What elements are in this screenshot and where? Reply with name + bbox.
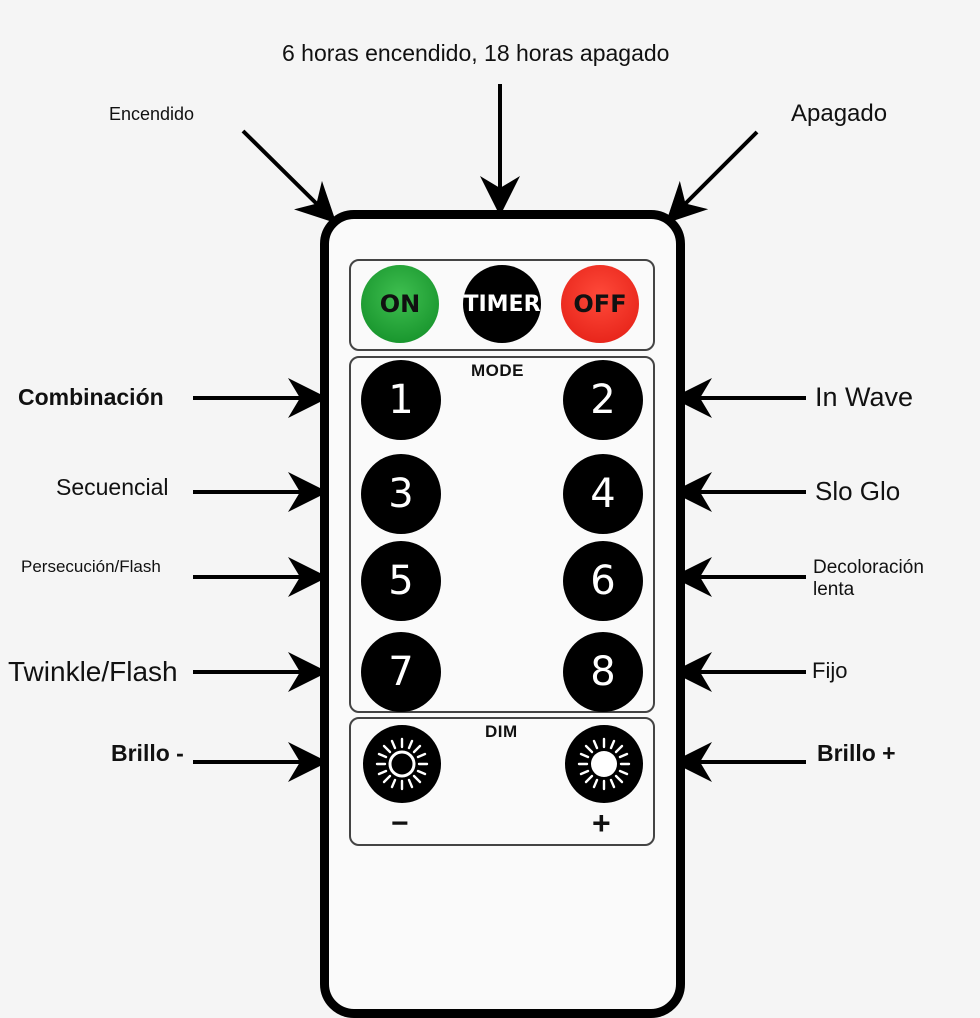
label-mode-4: Slo Glo	[815, 476, 901, 506]
label-mode-6-line1: Decoloración	[813, 557, 924, 578]
sun-outline-icon	[375, 737, 429, 791]
label-dim-plus: Brillo +	[817, 740, 896, 766]
dim-plus-symbol: +	[592, 805, 612, 841]
mode-title: MODE	[471, 361, 524, 380]
arrows-layer	[193, 84, 806, 782]
timer-button[interactable]: TIMER	[463, 265, 541, 343]
dim-title: DIM	[485, 722, 518, 741]
off-button[interactable]: OFF	[561, 265, 639, 343]
label-mode-2: In Wave	[815, 382, 914, 412]
mode-button-3[interactable]: 3	[361, 454, 441, 534]
label-dim-minus: Brillo -	[111, 740, 184, 766]
arrow-top-right	[665, 130, 759, 224]
label-mode-5: Persecución/Flash	[21, 557, 161, 576]
dim-down-button[interactable]	[363, 725, 441, 803]
mode-panel: MODE 1 2 3 4 5 6 7 8	[349, 356, 655, 713]
label-mode-6-line2: lenta	[813, 579, 855, 600]
arrow-top-left	[241, 129, 337, 224]
label-timer: 6 horas encendido, 18 horas apagado	[282, 40, 670, 66]
mode-button-8[interactable]: 8	[563, 632, 643, 712]
sun-filled-icon	[577, 737, 631, 791]
remote-control: ON TIMER OFF MODE 1 2 3 4 5 6 7 8 DIM	[320, 210, 685, 1018]
mode-button-6[interactable]: 6	[563, 541, 643, 621]
mode-button-2[interactable]: 2	[563, 360, 643, 440]
label-off: Apagado	[791, 100, 888, 127]
label-on: Encendido	[109, 104, 195, 124]
mode-button-1[interactable]: 1	[361, 360, 441, 440]
label-mode-7: Twinkle/Flash	[8, 656, 178, 687]
dim-panel: DIM	[349, 717, 655, 846]
power-panel: ON TIMER OFF	[349, 259, 655, 351]
dim-up-button[interactable]	[565, 725, 643, 803]
dim-minus-symbol: −	[391, 807, 410, 840]
mode-button-5[interactable]: 5	[361, 541, 441, 621]
label-mode-8: Fijo	[812, 658, 848, 683]
label-mode-3: Secuencial	[56, 474, 169, 500]
mode-button-7[interactable]: 7	[361, 632, 441, 712]
label-mode-1: Combinación	[18, 384, 164, 410]
on-button[interactable]: ON	[361, 265, 439, 343]
mode-button-4[interactable]: 4	[563, 454, 643, 534]
